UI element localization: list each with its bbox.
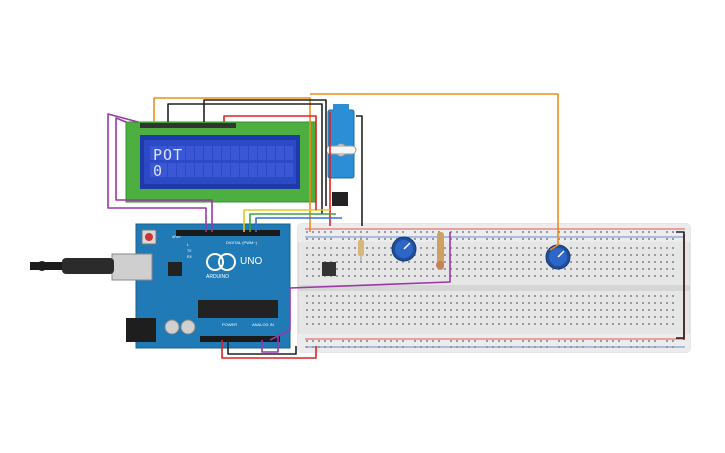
wire-9 [676,231,685,339]
arduino-logo-text: UNO [240,256,262,267]
lcd-line-2: 0 [153,162,164,180]
wire-12 [243,209,330,232]
wire-0 [153,97,311,232]
wire-17 [203,99,327,206]
aref-label: AREF [172,235,181,239]
wire-1 [310,93,559,251]
lcd-line-1: POT [153,146,184,164]
l-label: L [187,243,189,247]
tx-label: TX [187,249,192,253]
usb-connector [111,253,153,281]
arduino-uno[interactable]: UNO ARDUINO DIGITAL (PWM~) POWER ANALOG … [30,223,291,349]
wire-16 [223,115,317,210]
power-pins-label: POWER [222,322,237,327]
atmega-chip [198,300,278,318]
wire-14 [255,217,342,232]
digital-header[interactable] [176,230,280,236]
potentiometer-2[interactable] [545,244,571,270]
power-jack [126,318,156,342]
wire-13 [249,213,336,232]
photoresistor [436,232,444,270]
pushbutton[interactable] [322,262,336,276]
wire-7 [221,340,317,359]
lcd-pin-header[interactable] [140,123,236,128]
analog-pins-label: ANALOG IN [252,322,274,327]
resistor-1 [358,236,364,262]
wire-8 [356,115,363,226]
rx-label: RX [187,255,193,259]
wire-3 [115,117,213,232]
potentiometer-1[interactable] [391,236,417,262]
wire-4 [269,232,451,341]
wire-11 [167,103,323,214]
wire-10 [227,340,297,355]
servo-motor[interactable] [325,104,357,206]
wires [107,93,685,359]
breadboard-holes [306,231,674,348]
analog-header[interactable] [200,336,280,342]
digital-pins-label: DIGITAL (PWM~) [226,240,258,245]
wire-2 [107,113,207,232]
arduino-brand-text: ARDUINO [206,274,229,280]
lcd-display [125,121,317,203]
wire-15 [261,336,279,353]
breadboard[interactable] [297,223,691,353]
